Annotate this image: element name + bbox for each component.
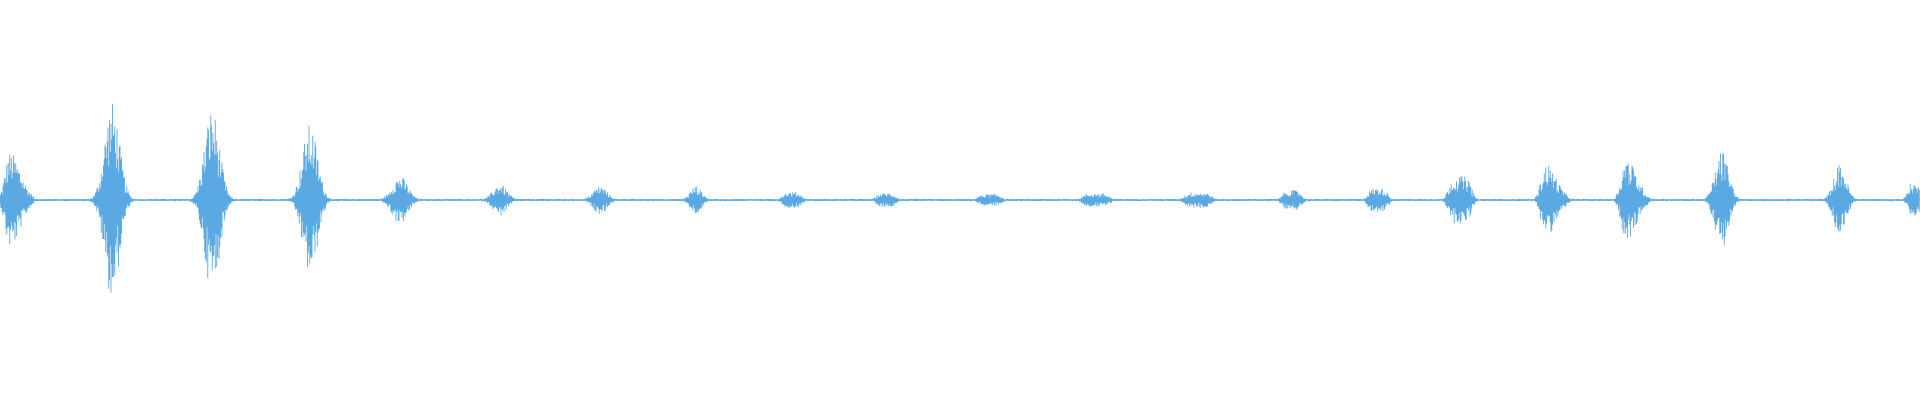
waveform-samples bbox=[0, 104, 1920, 293]
waveform-path bbox=[0, 104, 1920, 293]
